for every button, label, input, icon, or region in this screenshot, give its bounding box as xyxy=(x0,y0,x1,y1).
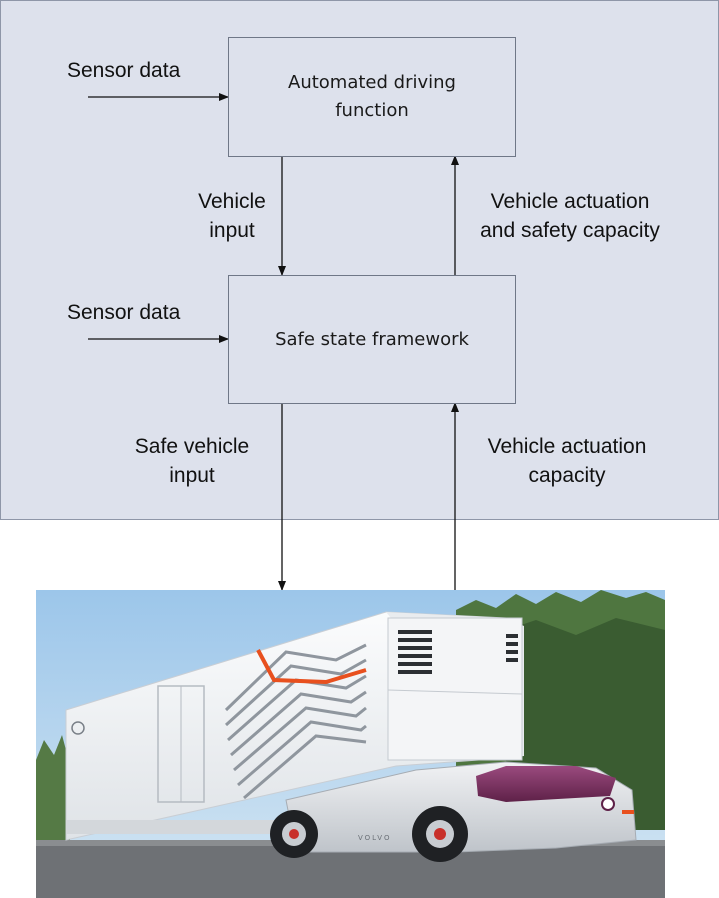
connector-layer xyxy=(88,93,459,591)
left-trees xyxy=(36,735,70,850)
cab-logo-icon xyxy=(601,797,615,811)
cab-brand-text: VOLVO xyxy=(358,834,391,842)
safe-state-label: Safe state framework xyxy=(275,328,469,350)
truck-illustration: VOLVO xyxy=(36,590,665,898)
sensor-data-mid-label: Sensor data xyxy=(67,301,181,324)
reefer-seam xyxy=(387,689,523,695)
automated-driving-label: Automated driving function xyxy=(288,72,456,121)
wheel-rear xyxy=(270,810,318,858)
wheel-front xyxy=(412,806,468,862)
vehicle-actuation-safety-label: Vehicle actuation and safety capacity xyxy=(480,190,660,242)
trailer-graphic xyxy=(224,643,367,800)
safe-vehicle-input-label: Safe vehicle input xyxy=(134,435,250,487)
trailer-chassis xyxy=(66,820,316,834)
orange-accent-stripe xyxy=(256,649,367,685)
safe-state-block: Safe state framework xyxy=(228,275,516,404)
vehicle-input-label: Vehicle input xyxy=(198,190,266,242)
vehicle-actuation-capacity-label: Vehicle actuation capacity xyxy=(487,435,647,487)
cab-light xyxy=(622,810,634,814)
cab-roof xyxy=(476,766,616,802)
trailer-logo-icon xyxy=(71,721,85,735)
sensor-data-top-label: Sensor data xyxy=(67,59,181,82)
automated-driving-block: Automated driving function xyxy=(228,37,516,157)
autonomous-truck-photo: VOLVO xyxy=(36,590,665,898)
reefer-grille xyxy=(398,630,518,674)
